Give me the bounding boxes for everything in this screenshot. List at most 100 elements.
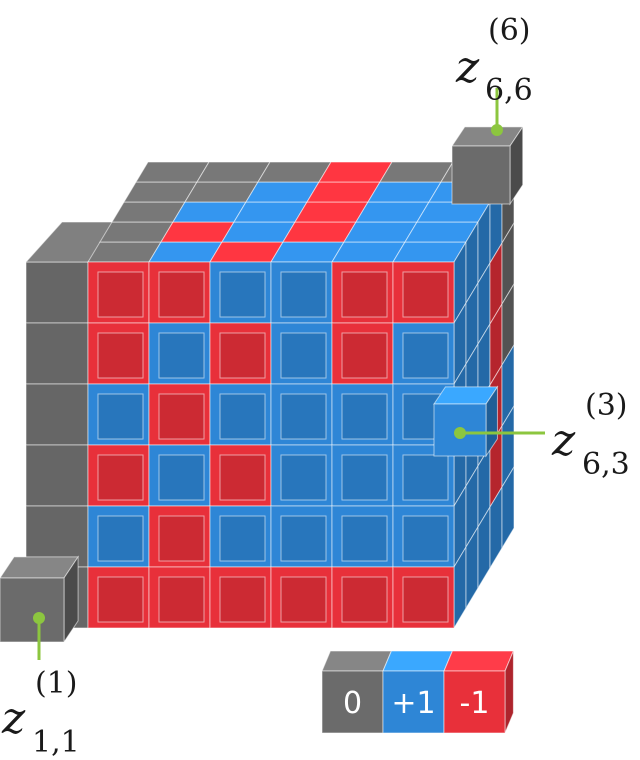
top-cell--1 bbox=[318, 161, 393, 183]
top-cell-+1 bbox=[172, 201, 247, 223]
label-bot-sup: (1) bbox=[35, 666, 78, 701]
front-cell-inner bbox=[280, 576, 327, 623]
front-cell-inner bbox=[341, 393, 388, 440]
front-cell--1 bbox=[209, 322, 272, 385]
top-cell--1 bbox=[282, 221, 357, 243]
top-cell-+1 bbox=[245, 181, 320, 203]
label-bot-var: z bbox=[1, 693, 26, 744]
label-z-6-3: z (3) 6,3 bbox=[551, 388, 630, 482]
voxel-z-6-3 bbox=[433, 385, 499, 458]
label-top-sub: 6,6 bbox=[485, 73, 533, 108]
front-cell-inner bbox=[219, 515, 266, 562]
front-cell-+1 bbox=[392, 505, 455, 568]
front-cell-inner bbox=[97, 393, 144, 440]
legend-label: +1 bbox=[391, 686, 435, 721]
left-wall-cell bbox=[25, 383, 89, 446]
front-cell--1 bbox=[148, 505, 211, 568]
side-cell-+1 bbox=[501, 465, 515, 550]
front-cell-inner bbox=[97, 271, 144, 318]
front-cell-inner bbox=[280, 332, 327, 379]
top-cell-0 bbox=[257, 161, 332, 183]
top-cell-0 bbox=[123, 181, 198, 203]
legend: 0 +1 -1 bbox=[321, 650, 515, 734]
front-cell-inner bbox=[402, 332, 449, 379]
front-cell--1 bbox=[331, 322, 394, 385]
front-cell--1 bbox=[87, 322, 150, 385]
front-cell--1 bbox=[87, 261, 150, 324]
left-wall-cell bbox=[25, 322, 89, 385]
label-z-1-1: z (1) 1,1 bbox=[1, 666, 80, 760]
front-cell-inner bbox=[402, 454, 449, 501]
front-cell-inner bbox=[280, 271, 327, 318]
voxel-z-1-1-front bbox=[0, 577, 65, 643]
top-cell-+1 bbox=[404, 221, 479, 243]
left-wall-cell bbox=[25, 261, 89, 324]
front-cell-inner bbox=[158, 515, 205, 562]
front-cell-inner bbox=[402, 576, 449, 623]
front-cell-inner bbox=[219, 271, 266, 318]
legend-label: 0 bbox=[343, 686, 362, 721]
legend-item: -1 bbox=[443, 650, 515, 734]
front-cell-+1 bbox=[148, 322, 211, 385]
top-cell-+1 bbox=[233, 201, 308, 223]
front-cell-+1 bbox=[331, 505, 394, 568]
legend-swatch bbox=[443, 670, 506, 734]
front-cell-+1 bbox=[270, 505, 333, 568]
legend-label: -1 bbox=[460, 686, 490, 721]
front-cell-inner bbox=[97, 515, 144, 562]
callout-dot-mid bbox=[454, 427, 466, 439]
highlighted-voxels bbox=[0, 125, 524, 644]
front-cell-+1 bbox=[209, 505, 272, 568]
front-cell--1 bbox=[270, 566, 333, 629]
front-cell-+1 bbox=[270, 444, 333, 507]
label-top-var: z bbox=[455, 42, 480, 93]
top-cell--1 bbox=[160, 221, 235, 243]
front-cell-inner bbox=[280, 393, 327, 440]
front-cell-inner bbox=[158, 332, 205, 379]
top-cell--1 bbox=[306, 181, 381, 203]
front-cell--1 bbox=[392, 261, 455, 324]
front-cell--1 bbox=[87, 444, 150, 507]
front-cell-inner bbox=[97, 454, 144, 501]
top-cell-+1 bbox=[270, 241, 345, 263]
top-cell-0 bbox=[111, 201, 186, 223]
callout-lines bbox=[33, 88, 545, 660]
top-cell-0 bbox=[379, 161, 454, 183]
cube-front-face bbox=[87, 261, 455, 629]
top-cell-0 bbox=[184, 181, 259, 203]
legend-item: +1 bbox=[382, 650, 454, 734]
front-cell-inner bbox=[219, 393, 266, 440]
front-cell-inner bbox=[402, 271, 449, 318]
top-cell-+1 bbox=[416, 201, 491, 223]
label-bot-sub: 1,1 bbox=[32, 725, 80, 760]
front-cell--1 bbox=[148, 261, 211, 324]
front-cell-inner bbox=[341, 515, 388, 562]
legend-top bbox=[321, 650, 393, 672]
top-cell-+1 bbox=[148, 241, 223, 263]
front-cell-+1 bbox=[392, 322, 455, 385]
front-cell--1 bbox=[209, 566, 272, 629]
voxel-z-6-6-front bbox=[451, 145, 511, 205]
top-cell-0 bbox=[87, 241, 162, 263]
callout-dot-top bbox=[491, 124, 503, 136]
front-cell-inner bbox=[280, 454, 327, 501]
left-wall-cell bbox=[25, 444, 89, 507]
front-cell--1 bbox=[148, 383, 211, 446]
label-z-6-6: z (6) 6,6 bbox=[455, 13, 533, 108]
top-cell--1 bbox=[294, 201, 369, 223]
front-cell-+1 bbox=[270, 383, 333, 446]
front-cell-inner bbox=[97, 576, 144, 623]
front-cell-inner bbox=[341, 454, 388, 501]
front-cell-+1 bbox=[209, 261, 272, 324]
front-cell-inner bbox=[402, 515, 449, 562]
front-cell-inner bbox=[158, 576, 205, 623]
front-cell-inner bbox=[341, 332, 388, 379]
front-cell-inner bbox=[219, 576, 266, 623]
front-cell-+1 bbox=[209, 383, 272, 446]
top-cell-+1 bbox=[331, 241, 406, 263]
front-cell-inner bbox=[341, 576, 388, 623]
voxel-z-6-6 bbox=[451, 125, 524, 206]
legend-top bbox=[382, 650, 454, 672]
legend-item: 0 bbox=[321, 650, 393, 734]
front-cell-+1 bbox=[270, 322, 333, 385]
